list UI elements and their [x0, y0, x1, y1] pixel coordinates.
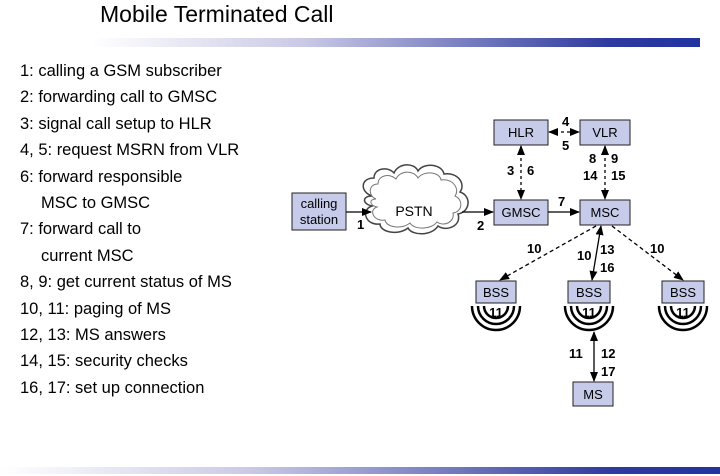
edge-label: 9: [611, 151, 618, 166]
title-underline-bar: [92, 38, 700, 47]
step-item: 6: forward responsible: [20, 167, 183, 186]
gmsc-node: GMSC: [493, 199, 549, 226]
msc-label: MSC: [591, 205, 620, 220]
vlr-node: VLR: [579, 119, 631, 146]
edge-label: 5: [562, 138, 569, 153]
ms-node: MS: [572, 381, 614, 407]
vlr-label: VLR: [592, 125, 617, 140]
bss-mid-node: BSS: [567, 280, 611, 304]
edge-label: 11: [676, 305, 690, 320]
edge-label: 10: [527, 241, 541, 256]
step-item: 12, 13: MS answers: [20, 326, 166, 345]
step-item: 4, 5: request MSRN from VLR: [20, 141, 240, 160]
edge-label: 11: [489, 305, 503, 320]
step-item: 14, 15: security checks: [20, 352, 188, 371]
step-item: 8, 9: get current status of MS: [20, 273, 232, 292]
edge-msc-bss-right: [611, 225, 684, 281]
hlr-label: HLR: [508, 125, 534, 140]
calling-station-node: calling station: [291, 192, 347, 231]
footer-accent-bar: [0, 467, 720, 474]
antenna-waves-left: [470, 305, 522, 332]
bss-left-label: BSS: [483, 285, 509, 300]
bss-left-node: BSS: [475, 280, 517, 304]
step-item: 2: forwarding call to GMSC: [20, 88, 218, 107]
edge-label: 11: [582, 305, 596, 320]
step-item: 1: calling a GSM subscriber: [20, 62, 222, 80]
step-item: 7: forward call to: [20, 220, 142, 239]
edge-label: 16: [600, 260, 614, 275]
edge-msc-bss-mid: [589, 225, 604, 281]
edge-label: 10: [650, 241, 664, 256]
antenna-waves-right: [657, 305, 709, 332]
edge-label: 13: [600, 242, 614, 257]
step-item: 10, 11: paging of MS: [20, 299, 172, 318]
hlr-node: HLR: [493, 119, 549, 146]
edge-label: 6: [527, 163, 534, 178]
edge-label: 14: [583, 168, 598, 183]
edge-label: 3: [507, 163, 514, 178]
calling-station-label-line2: station: [300, 212, 338, 227]
bss-right-node: BSS: [661, 280, 705, 304]
edge-label: 2: [477, 218, 484, 233]
edge-arrows: [346, 128, 684, 382]
step-item-continuation: current MSC: [41, 246, 134, 265]
calling-station-label-line1: calling: [301, 196, 338, 211]
edge-label: 10: [577, 248, 591, 263]
bss-mid-label: BSS: [576, 285, 602, 300]
edge-label: 12: [601, 346, 615, 361]
bss-right-label: BSS: [670, 285, 696, 300]
edge-label: 4: [562, 114, 570, 129]
gmsc-label: GMSC: [502, 205, 541, 220]
msc-node: MSC: [579, 199, 631, 226]
edge-label: 11: [569, 346, 583, 361]
ms-label: MS: [583, 387, 603, 402]
edge-label: 7: [558, 194, 565, 209]
step-list: 1: calling a GSM subscriber 2: forwardin…: [20, 58, 239, 401]
edge-label: 17: [601, 364, 615, 379]
step-item: 16, 17: set up connection: [20, 378, 205, 397]
edge-label: 1: [357, 217, 364, 232]
edge-label: 8: [589, 151, 596, 166]
slide-title: Mobile Terminated Call: [100, 1, 334, 27]
step-item-continuation: MSC to GMSC: [41, 194, 151, 213]
pstn-label: PSTN: [395, 203, 432, 219]
antenna-waves-mid: [563, 305, 615, 332]
step-item: 3: signal call setup to HLR: [20, 114, 212, 133]
pstn-cloud: PSTN: [362, 164, 469, 235]
edge-label: 15: [611, 168, 625, 183]
edge-msc-bss-left: [499, 225, 597, 281]
